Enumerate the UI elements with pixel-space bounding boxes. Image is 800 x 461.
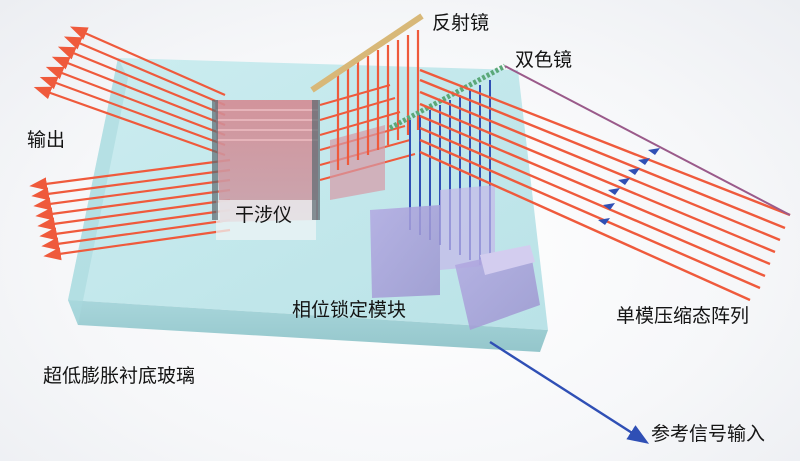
label-phase-lock-module: 相位锁定模块 <box>292 299 407 321</box>
label-substrate: 超低膨胀衬底玻璃 <box>43 365 196 387</box>
squeezer-arrows <box>598 148 660 225</box>
squeezer-top-beam <box>504 65 791 216</box>
reference-input-beam <box>489 340 650 444</box>
label-output: 输出 <box>27 129 66 151</box>
label-dichroic-mirror: 双色镜 <box>515 49 573 71</box>
label-squeezer-array: 单模压缩态阵列 <box>616 305 750 327</box>
output-beams <box>29 26 231 261</box>
interferometer-block <box>212 100 320 240</box>
label-reference-input: 参考信号输入 <box>651 423 766 445</box>
squeezer-array-beams <box>419 68 791 302</box>
beamsplitter-block <box>330 125 385 200</box>
phase-lock-module <box>370 185 540 330</box>
label-interferometer: 干涉仪 <box>235 204 293 226</box>
dichroic-mirror <box>388 63 507 131</box>
label-reflector: 反射镜 <box>432 12 490 34</box>
reflector-mirror <box>310 13 424 93</box>
